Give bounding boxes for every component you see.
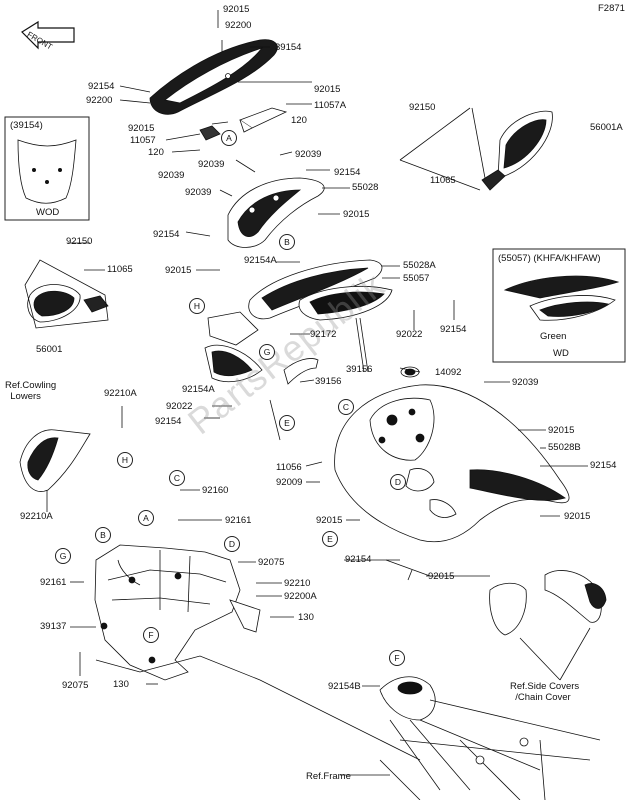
- ref-frame: Ref.Frame: [306, 771, 351, 782]
- detail-box-2-caption: WD: [553, 348, 569, 359]
- part-label: 92200: [86, 95, 113, 106]
- part-label: 14092: [435, 367, 462, 378]
- part-label: 39156: [315, 376, 342, 387]
- callout-f: F: [143, 627, 159, 643]
- part-label: 92015: [223, 4, 250, 15]
- part-label: 92172: [310, 329, 337, 340]
- detail-box-1-header: (39154): [10, 120, 43, 131]
- part-label: 92075: [62, 680, 89, 691]
- callout-e: E: [322, 531, 338, 547]
- callout-g: G: [55, 548, 71, 564]
- callout-c: C: [338, 399, 354, 415]
- part-label: 92161: [225, 515, 252, 526]
- ref-side-covers: Ref.Side Covers /Chain Cover: [510, 681, 580, 703]
- part-label: 92161: [40, 577, 67, 588]
- detail-box-2-header: (55057) (KHFA/KHFAW): [498, 253, 601, 264]
- callout-a: A: [221, 130, 237, 146]
- part-label: 11065: [430, 175, 456, 186]
- part-label: 55028A: [403, 260, 436, 271]
- part-label: 130: [298, 612, 314, 623]
- callout-h: H: [189, 298, 205, 314]
- upper-cowl-part: [248, 259, 393, 321]
- meter-cover-part: [227, 177, 325, 248]
- part-label: 92022: [166, 401, 193, 412]
- part-label: 11057: [130, 135, 156, 146]
- part-label: 92015: [428, 571, 455, 582]
- part-label: 92154B: [328, 681, 361, 692]
- part-label: 92039: [198, 159, 225, 170]
- part-label: 92200: [225, 20, 252, 31]
- part-label: 92210A: [104, 388, 137, 399]
- part-label: 92015: [316, 515, 343, 526]
- part-label: 92009: [276, 477, 303, 488]
- inner-cowl-part: [334, 384, 570, 543]
- part-label: 92160: [202, 485, 229, 496]
- part-label: 92154: [440, 324, 467, 335]
- part-label: 92039: [185, 187, 212, 198]
- part-label: 56001A: [590, 122, 623, 133]
- callout-d: D: [390, 474, 406, 490]
- part-label: 92015: [314, 84, 341, 95]
- part-label: 92150: [66, 236, 93, 247]
- callout-b: B: [279, 234, 295, 250]
- part-label: 92154A: [182, 384, 215, 395]
- part-label: 92015: [165, 265, 192, 276]
- left-mirror-part: [27, 284, 109, 323]
- part-label: 92154: [155, 416, 182, 427]
- callout-b: B: [95, 527, 111, 543]
- callout-c: C: [169, 470, 185, 486]
- part-label: 130: [113, 679, 129, 690]
- part-label: 55028B: [548, 442, 581, 453]
- part-label: 120: [148, 147, 164, 158]
- part-label: 92200A: [284, 591, 317, 602]
- part-label: 11065: [107, 264, 133, 275]
- callout-e: E: [279, 415, 295, 431]
- callout-g: G: [259, 344, 275, 360]
- stay-frame-part: [94, 544, 261, 681]
- front-arrow-icon: [21, 20, 75, 50]
- part-label: 92154: [334, 167, 361, 178]
- part-label: 11056: [276, 462, 302, 473]
- part-label: 92039: [158, 170, 185, 181]
- part-label: 92015: [564, 511, 591, 522]
- part-label: 39156: [346, 364, 373, 375]
- part-label: 92015: [343, 209, 370, 220]
- part-label: 92154: [88, 81, 115, 92]
- part-label: 92015: [548, 425, 575, 436]
- part-label: 92150: [409, 102, 436, 113]
- part-label: 56001: [36, 344, 63, 355]
- part-label: 11057A: [314, 100, 347, 111]
- callout-a: A: [138, 510, 154, 526]
- part-label: 92210A: [20, 511, 53, 522]
- part-label: 92022: [396, 329, 423, 340]
- callout-f: F: [389, 650, 405, 666]
- part-label: 92210: [284, 578, 311, 589]
- part-label: 92075: [258, 557, 285, 568]
- detail-box-1-caption: WOD: [36, 207, 60, 218]
- part-label: 55028: [352, 182, 379, 193]
- part-label: 92154A: [244, 255, 277, 266]
- part-label: 92154: [345, 554, 372, 565]
- part-label: 39154: [275, 42, 302, 53]
- right-mirror-part: [471, 107, 553, 191]
- part-label: 120: [291, 115, 307, 126]
- part-label: 39137: [40, 621, 67, 632]
- ref-cowling-lowers: Ref.Cowling Lowers: [5, 380, 57, 402]
- part-label: 55057: [403, 273, 430, 284]
- part-label: 92039: [512, 377, 539, 388]
- part-label: 92154: [153, 229, 180, 240]
- callout-h: H: [117, 452, 133, 468]
- callout-d: D: [224, 536, 240, 552]
- frame-part: [379, 676, 601, 800]
- windshield-part: [149, 39, 278, 115]
- part-label: 92154: [590, 460, 617, 471]
- part-label: 92039: [295, 149, 322, 160]
- part-label: 92015: [128, 123, 155, 134]
- detail-box-2-inner-label: Green: [540, 331, 567, 342]
- page-ref: F2871: [598, 3, 625, 14]
